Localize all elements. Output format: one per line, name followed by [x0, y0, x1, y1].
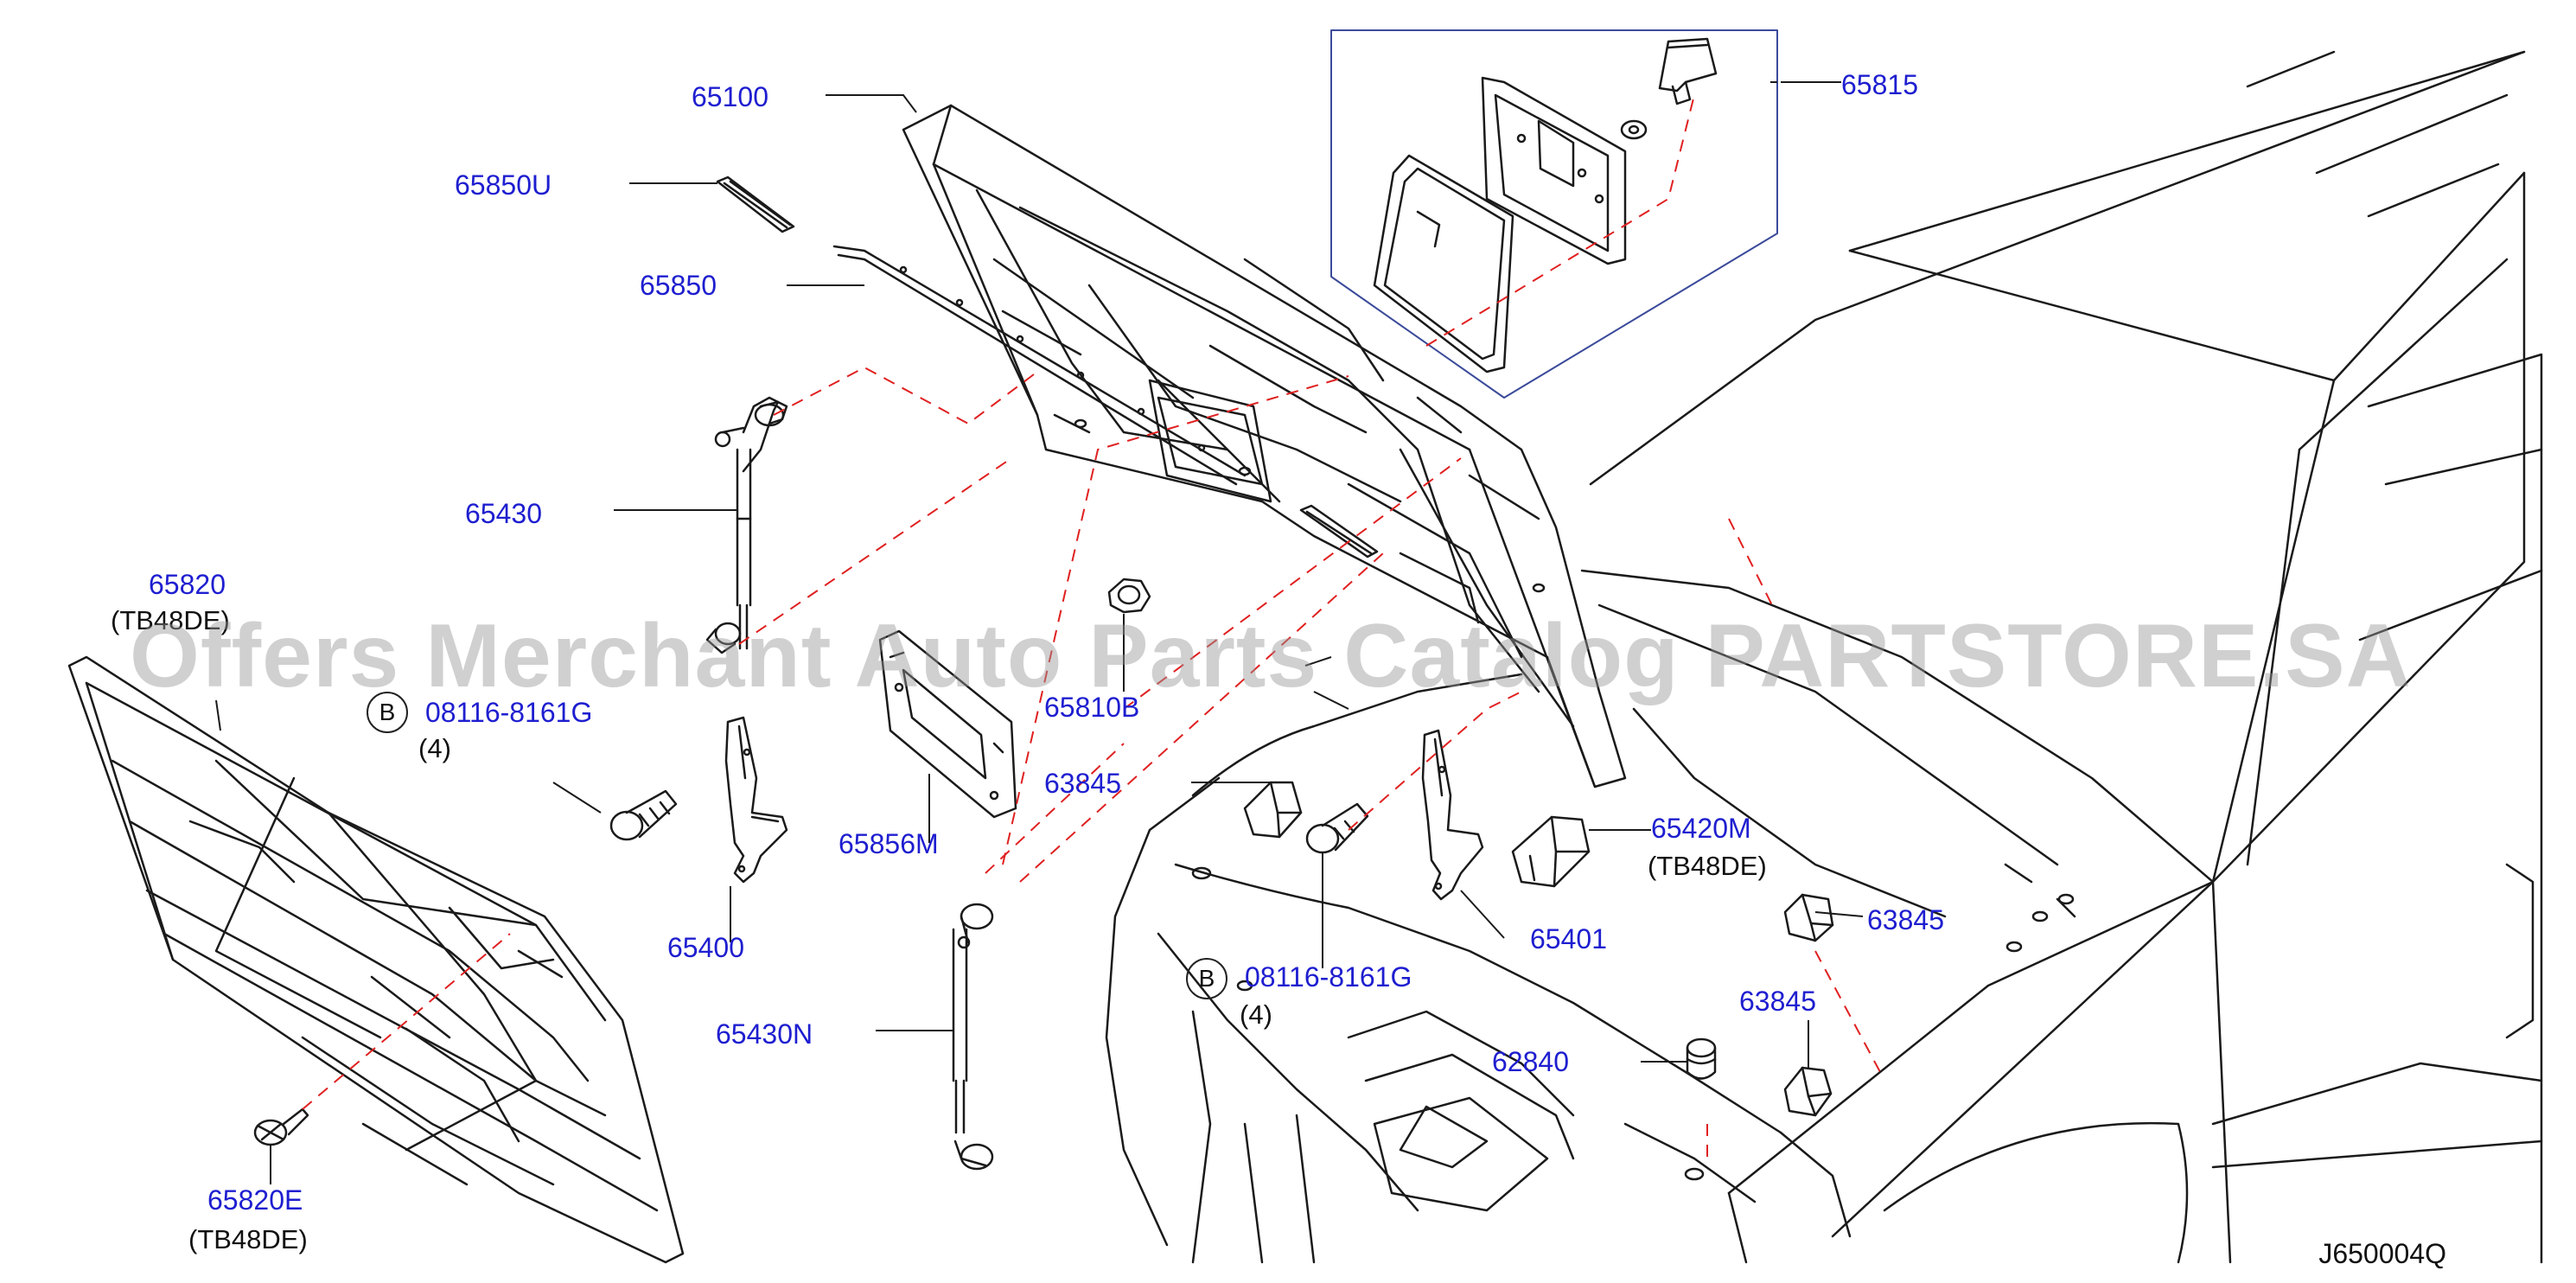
- stopper-65420m: [1511, 815, 1591, 888]
- part-label-65850u[interactable]: 65850U: [455, 169, 552, 201]
- bolt-center: [1305, 802, 1369, 854]
- assembly-lines: [302, 94, 1881, 1163]
- part-qty-08116-center: (4): [1240, 999, 1272, 1030]
- part-label-65856m[interactable]: 65856M: [838, 828, 939, 859]
- front-bumper-grille: [1105, 673, 1852, 1264]
- part-note-65420m: (TB48DE): [1648, 851, 1767, 881]
- part-label-65810b[interactable]: 65810B: [1044, 692, 1140, 723]
- bumper-rubber-upper: [1243, 781, 1303, 839]
- nut-65810b: [1107, 578, 1151, 614]
- part-qty-08116-left: (4): [418, 733, 451, 763]
- hood-hinge-left: [724, 716, 788, 884]
- inset-detail-box: [1330, 29, 1778, 399]
- center-seal-strip: [1299, 504, 1379, 559]
- bracket-65856m: [878, 629, 1017, 819]
- part-label-63845-upper[interactable]: 63845: [1044, 768, 1121, 799]
- watermark: Offers Merchant Auto Parts Catalog PARTS…: [130, 606, 2412, 706]
- part-label-65400[interactable]: 65400: [667, 932, 744, 963]
- leader-lines: [215, 81, 1864, 1184]
- part-label-65850[interactable]: 65850: [640, 270, 717, 301]
- vehicle-body: [1580, 50, 2543, 1264]
- hood-damper-upper: [705, 396, 788, 654]
- bolt-left: [609, 789, 678, 841]
- part-label-65420m[interactable]: 65420M: [1651, 813, 1751, 844]
- part-note-65820e: (TB48DE): [188, 1224, 308, 1254]
- bolt-badge-left: B: [367, 692, 408, 733]
- part-label-63845-lower[interactable]: 63845: [1739, 986, 1816, 1017]
- clip-65820e: [253, 1107, 309, 1146]
- part-label-65401[interactable]: 65401: [1530, 923, 1607, 954]
- hood-seal-strip: [832, 245, 1247, 486]
- hood-damper-lower: [952, 903, 994, 1171]
- hood-insulator: [67, 655, 685, 1264]
- bolt-badge-center: B: [1186, 958, 1227, 999]
- part-label-63845-right[interactable]: 63845: [1867, 904, 1944, 935]
- upper-seal-strip: [716, 176, 795, 233]
- buffer-62840: [1686, 1037, 1717, 1080]
- bumper-rubber-right: [1783, 893, 1834, 942]
- part-label-65820[interactable]: 65820: [149, 569, 226, 600]
- part-note-65820: (TB48DE): [111, 605, 230, 635]
- hood-hinge-right: [1421, 729, 1484, 901]
- part-label-65100[interactable]: 65100: [692, 81, 768, 112]
- part-label-62840[interactable]: 62840: [1492, 1046, 1569, 1077]
- part-label-08116-left[interactable]: 08116-8161G: [425, 697, 593, 728]
- part-label-65820e[interactable]: 65820E: [207, 1184, 303, 1216]
- bumper-rubber-lower: [1783, 1066, 1833, 1117]
- part-label-65430n[interactable]: 65430N: [716, 1018, 813, 1050]
- part-label-65815[interactable]: 65815: [1841, 69, 1918, 100]
- diagram-code: J650004Q: [2318, 1238, 2446, 1269]
- part-label-08116-center[interactable]: 08116-8161G: [1245, 961, 1412, 993]
- hood-panel: [902, 104, 1627, 788]
- part-label-65430[interactable]: 65430: [465, 498, 542, 529]
